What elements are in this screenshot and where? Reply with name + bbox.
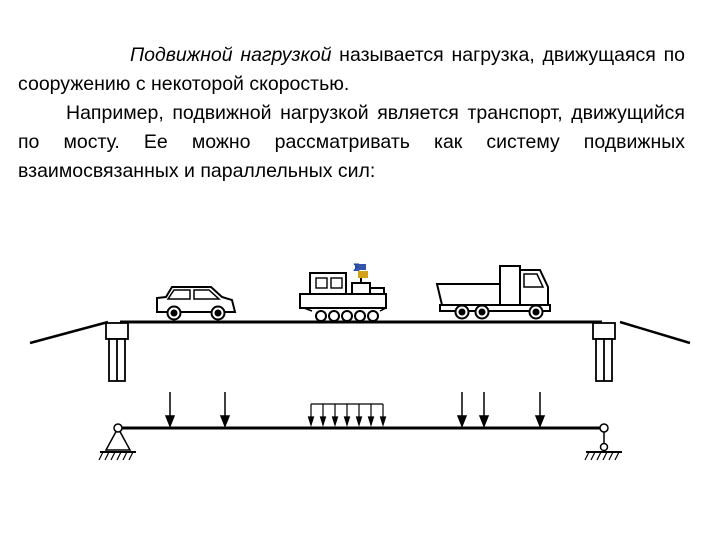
definition-paragraph: Подвижной нагрузкой называется нагрузка,… — [18, 41, 685, 99]
force-arrow — [219, 392, 231, 429]
bridge-figure: Σ — [29, 262, 691, 461]
force-arrow — [456, 392, 468, 429]
roller-support-icon — [584, 423, 622, 461]
defined-term: Подвижной нагрузкой — [130, 44, 332, 66]
bridge-deck — [29, 320, 691, 345]
example-paragraph: Например, подвижной нагрузкой является т… — [18, 102, 685, 182]
load-arrows — [164, 392, 546, 429]
distributed-load — [307, 403, 387, 428]
definition-text: называется нагрузка, движущаяся по соору… — [18, 44, 685, 95]
sigma-glyph: Σ — [353, 262, 360, 274]
right-pier — [592, 322, 616, 382]
force-arrow — [534, 392, 546, 429]
tractor-icon — [299, 272, 387, 322]
car-icon — [156, 286, 237, 321]
dump-truck-icon — [435, 265, 551, 320]
text-block: Подвижной нагрузкой называется нагрузка,… — [18, 41, 685, 186]
pinned-support-icon — [98, 423, 136, 461]
tractor-badge: Σ — [353, 262, 368, 278]
force-arrow — [478, 392, 490, 429]
left-pier — [105, 322, 129, 382]
force-arrow — [164, 392, 176, 429]
